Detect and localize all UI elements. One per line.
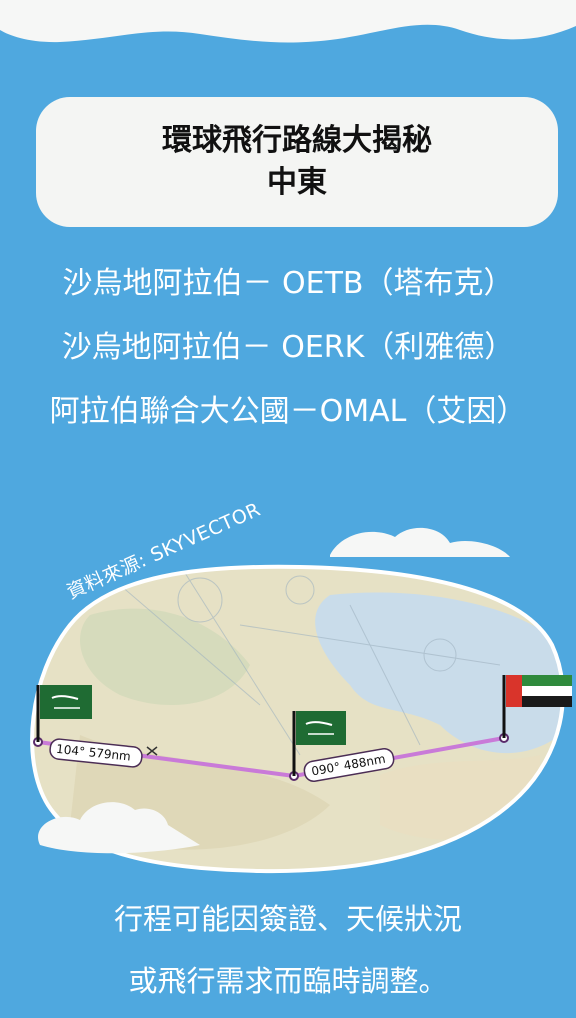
crosshair-icon <box>146 746 158 756</box>
page-subtitle: 中東 <box>267 165 327 200</box>
title-card: 環球飛行路線大揭秘 中東 <box>36 97 558 227</box>
route-item-oetb: 沙烏地阿拉伯－ OETB（塔布克） <box>62 266 514 301</box>
route-list: 沙烏地阿拉伯－ OETB（塔布克） 沙烏地阿拉伯－ OERK（利雅德） 阿拉伯聯… <box>0 262 576 454</box>
top-cloud-decoration <box>0 0 576 43</box>
saudi-arabia-flag-icon <box>292 711 346 776</box>
footer-line-1: 行程可能因簽證、天候狀況 <box>113 902 462 936</box>
page-title: 環球飛行路線大揭秘 <box>162 123 432 158</box>
route-item-omal: 阿拉伯聯合大公國－OMAL（艾因） <box>49 394 527 429</box>
uae-flag-icon <box>502 675 572 738</box>
route-item-oerk: 沙烏地阿拉伯－ OERK（利雅德） <box>61 330 515 365</box>
footer-line-2: 或飛行需求而臨時調整。 <box>128 964 448 998</box>
saudi-arabia-flag-icon <box>36 685 92 742</box>
leg-label-1: 104° 579nm <box>49 738 143 768</box>
route-map: 104° 579nm 090° 488nm <box>30 527 572 874</box>
footer-note: 行程可能因簽證、天候狀況 或飛行需求而臨時調整。 <box>0 894 576 1018</box>
leg-label-2: 090° 488nm <box>303 748 395 782</box>
